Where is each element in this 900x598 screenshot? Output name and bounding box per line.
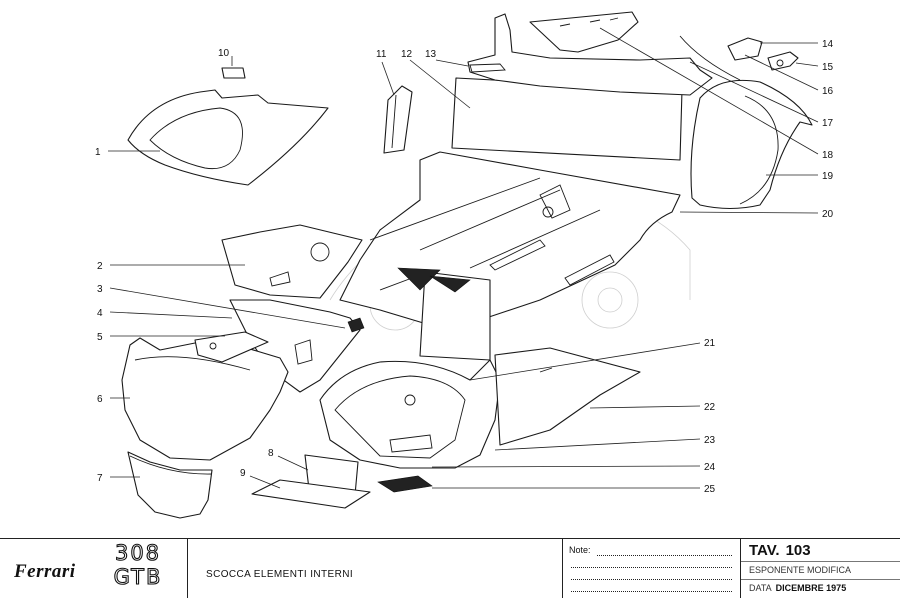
label-9: 9 <box>240 468 246 479</box>
label-17: 17 <box>822 118 834 129</box>
part-11-post <box>383 85 413 154</box>
label-1: 1 <box>95 147 101 158</box>
label-23: 23 <box>704 435 716 446</box>
part-13-18-rear-upper <box>467 11 713 96</box>
label-8: 8 <box>268 448 274 459</box>
part-labels: 1 2 3 4 5 6 7 8 9 10 11 12 13 14 15 16 1 <box>95 27 834 495</box>
part-21-25-rear-inner <box>319 347 641 493</box>
part-6-front-wheelarch <box>121 331 289 461</box>
label-22: 22 <box>704 402 716 413</box>
title-block: Ferrari 308 GTB SCOCCA ELEMENTI INTERNI … <box>0 538 900 598</box>
label-25: 25 <box>704 484 716 495</box>
label-21: 21 <box>704 338 716 349</box>
table-number: TAV. 103 <box>749 542 811 559</box>
notes-line <box>571 591 732 592</box>
notes-line <box>597 555 732 556</box>
label-24: 24 <box>704 462 716 473</box>
label-7: 7 <box>97 473 103 484</box>
label-4: 4 <box>97 308 103 319</box>
part-7-lower-front <box>127 451 213 519</box>
date-value: DICEMBRE 1975 <box>775 583 847 593</box>
ferrari-logo: Ferrari <box>14 561 76 582</box>
model-variant: GTB <box>113 564 163 589</box>
model-badge: 308 GTB <box>98 540 178 589</box>
part-14-15-brackets <box>727 37 799 71</box>
label-14: 14 <box>822 39 834 50</box>
drawing-description: SCOCCA ELEMENTI INTERNI <box>206 569 353 580</box>
esponente-label: ESPONENTE MODIFICA <box>749 565 852 575</box>
label-16: 16 <box>822 86 834 97</box>
label-20: 20 <box>822 209 834 220</box>
notes-label: Note: <box>569 545 591 555</box>
notes-cell: Note: <box>563 539 741 598</box>
label-3: 3 <box>97 284 103 295</box>
label-18: 18 <box>822 150 834 161</box>
label-11: 11 <box>376 49 387 60</box>
part-10-plate <box>221 67 246 79</box>
exploded-parts-diagram: 1 2 3 4 5 6 7 8 9 10 11 12 13 14 15 16 1 <box>95 11 834 519</box>
label-2: 2 <box>97 261 103 272</box>
part-19-rear-wheelarch <box>679 35 813 210</box>
part-8-9-mats <box>251 454 371 509</box>
divider <box>741 561 900 562</box>
label-15: 15 <box>822 62 834 73</box>
model-number: 308 <box>114 540 162 565</box>
description-cell: SCOCCA ELEMENTI INTERNI <box>188 539 563 598</box>
brand-cell: Ferrari 308 GTB <box>0 539 188 598</box>
tav-label: TAV. <box>749 542 780 559</box>
part-2-5-front-bulkhead <box>221 224 491 393</box>
esponente-row: ESPONENTE MODIFICA <box>749 565 851 575</box>
tav-value: 103 <box>785 542 811 559</box>
date-label: DATA <box>749 583 772 593</box>
label-6: 6 <box>97 394 103 405</box>
label-5: 5 <box>97 332 103 343</box>
part-20-floor-pan <box>339 151 681 326</box>
notes-line <box>571 579 732 580</box>
label-19: 19 <box>822 171 834 182</box>
label-10: 10 <box>218 48 230 59</box>
notes-line <box>571 567 732 568</box>
label-13: 13 <box>425 49 437 60</box>
divider <box>741 579 900 580</box>
part-1-front-panel <box>127 89 329 186</box>
label-12: 12 <box>401 49 413 60</box>
